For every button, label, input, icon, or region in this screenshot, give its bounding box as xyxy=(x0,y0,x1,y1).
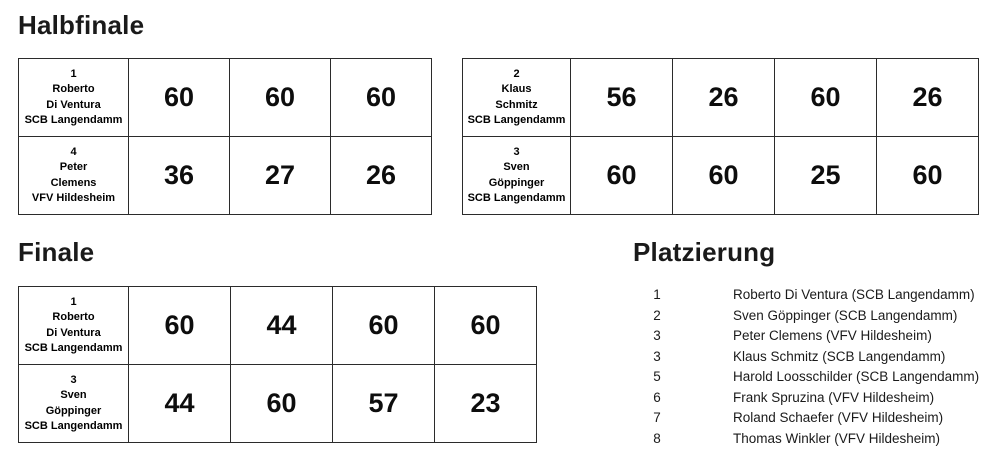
player-last-name: Di Ventura xyxy=(46,326,101,339)
score-cell: 60 xyxy=(128,286,231,365)
score-cell: 60 xyxy=(230,364,333,443)
table-row: 2 Klaus Schmitz SCB Langendamm 56 26 60 … xyxy=(462,58,979,137)
player-first-name: Roberto xyxy=(52,311,95,323)
score-cell: 60 xyxy=(570,136,673,215)
score-cell: 36 xyxy=(128,136,230,215)
placement-name: Klaus Schmitz (SCB Langendamm) xyxy=(733,348,946,364)
placement-name: Peter Clemens (VFV Hildesheim) xyxy=(733,328,932,343)
list-item: 1 Roberto Di Ventura (SCB Langendamm) xyxy=(633,287,993,308)
score-cell: 60 xyxy=(229,58,331,137)
score-cell: 44 xyxy=(230,286,333,365)
table-row: 1 Roberto Di Ventura SCB Langendamm 60 4… xyxy=(18,286,537,365)
score-cell: 27 xyxy=(229,136,331,215)
player-cell: 1 Roberto Di Ventura SCB Langendamm xyxy=(18,286,129,365)
score-cell: 26 xyxy=(672,58,775,137)
player-club: SCB Langendamm xyxy=(467,114,566,126)
placement-name: Roberto Di Ventura (SCB Langendamm) xyxy=(733,287,975,302)
placement-name: Thomas Winkler (VFV Hildesheim) xyxy=(733,430,941,446)
placement-rank: 8 xyxy=(653,430,661,446)
list-item: 5 Harold Loosschilder (SCB Langendamm) xyxy=(633,369,993,390)
player-last-name: Clemens xyxy=(50,176,97,189)
section-heading-finale: Finale xyxy=(18,237,95,267)
score-cell: 56 xyxy=(570,58,673,137)
score-cell: 60 xyxy=(774,58,877,137)
player-cell: 1 Roberto Di Ventura SCB Langendamm xyxy=(18,58,129,137)
player-seed: 4 xyxy=(70,145,77,158)
placement-rank: 7 xyxy=(653,410,661,425)
player-cell: 3 Sven Göppinger SCB Langendamm xyxy=(462,136,571,215)
placement-rank: 3 xyxy=(653,348,661,364)
placement-name: Frank Spruzina (VFV Hildesheim) xyxy=(733,389,935,405)
player-club: SCB Langendamm xyxy=(24,342,123,354)
list-item: 6 Frank Spruzina (VFV Hildesheim) xyxy=(633,390,993,411)
score-cell: 26 xyxy=(330,136,432,215)
section-heading-halbfinale: Halbfinale xyxy=(18,10,145,40)
placement-name: Harold Loosschilder (SCB Langendamm) xyxy=(733,369,980,384)
placement-name: Sven Göppinger (SCB Langendamm) xyxy=(733,307,958,323)
score-cell: 25 xyxy=(774,136,877,215)
list-item: 3 Klaus Schmitz (SCB Langendamm) xyxy=(633,349,993,370)
list-item: 2 Sven Göppinger (SCB Langendamm) xyxy=(633,308,993,329)
table-row: 1 Roberto Di Ventura SCB Langendamm 60 6… xyxy=(18,58,432,137)
player-first-name: Roberto xyxy=(52,83,95,95)
list-item: 8 Thomas Winkler (VFV Hildesheim) xyxy=(633,431,993,452)
player-first-name: Peter xyxy=(59,161,88,173)
player-first-name: Sven xyxy=(60,389,87,401)
table-row: 3 Sven Göppinger SCB Langendamm 60 60 25… xyxy=(462,136,979,215)
score-cell: 60 xyxy=(330,58,432,137)
score-cell: 60 xyxy=(434,286,537,365)
score-cell: 57 xyxy=(332,364,435,443)
player-cell: 3 Sven Göppinger SCB Langendamm xyxy=(18,364,129,443)
player-seed: 3 xyxy=(513,145,520,158)
player-seed: 1 xyxy=(70,295,77,308)
placement-rank: 2 xyxy=(653,307,661,323)
player-first-name: Sven xyxy=(503,161,530,173)
score-cell: 26 xyxy=(876,58,979,137)
player-cell: 4 Peter Clemens VFV Hildesheim xyxy=(18,136,129,215)
finale-match-table: 1 Roberto Di Ventura SCB Langendamm 60 4… xyxy=(18,286,537,443)
placement-rank: 1 xyxy=(653,287,661,302)
player-seed: 3 xyxy=(70,373,77,386)
player-last-name: Schmitz xyxy=(495,98,538,111)
player-seed: 2 xyxy=(513,67,520,80)
player-last-name: Di Ventura xyxy=(46,98,101,111)
player-last-name: Göppinger xyxy=(45,404,102,417)
player-club: SCB Langendamm xyxy=(24,420,123,432)
placement-rank: 3 xyxy=(653,328,661,343)
placement-rank: 6 xyxy=(653,389,661,405)
placement-list: 1 Roberto Di Ventura (SCB Langendamm) 2 … xyxy=(633,287,993,451)
score-cell: 60 xyxy=(332,286,435,365)
score-cell: 60 xyxy=(876,136,979,215)
score-cell: 60 xyxy=(128,58,230,137)
table-row: 4 Peter Clemens VFV Hildesheim 36 27 26 xyxy=(18,136,432,215)
score-cell: 44 xyxy=(128,364,231,443)
player-seed: 1 xyxy=(70,67,77,80)
table-row: 3 Sven Göppinger SCB Langendamm 44 60 57… xyxy=(18,364,537,443)
list-item: 3 Peter Clemens (VFV Hildesheim) xyxy=(633,328,993,349)
player-club: VFV Hildesheim xyxy=(31,192,116,204)
placement-rank: 5 xyxy=(653,369,661,384)
section-heading-platzierung: Platzierung xyxy=(633,237,776,267)
halbfinale-match-1-table: 1 Roberto Di Ventura SCB Langendamm 60 6… xyxy=(18,58,432,215)
player-club: SCB Langendamm xyxy=(24,114,123,126)
list-item: 7 Roland Schaefer (VFV Hildesheim) xyxy=(633,410,993,431)
score-cell: 60 xyxy=(672,136,775,215)
player-last-name: Göppinger xyxy=(488,176,545,189)
player-cell: 2 Klaus Schmitz SCB Langendamm xyxy=(462,58,571,137)
player-club: SCB Langendamm xyxy=(467,192,566,204)
player-first-name: Klaus xyxy=(501,83,532,95)
score-cell: 23 xyxy=(434,364,537,443)
placement-name: Roland Schaefer (VFV Hildesheim) xyxy=(733,410,944,425)
halbfinale-match-2-table: 2 Klaus Schmitz SCB Langendamm 56 26 60 … xyxy=(462,58,979,215)
